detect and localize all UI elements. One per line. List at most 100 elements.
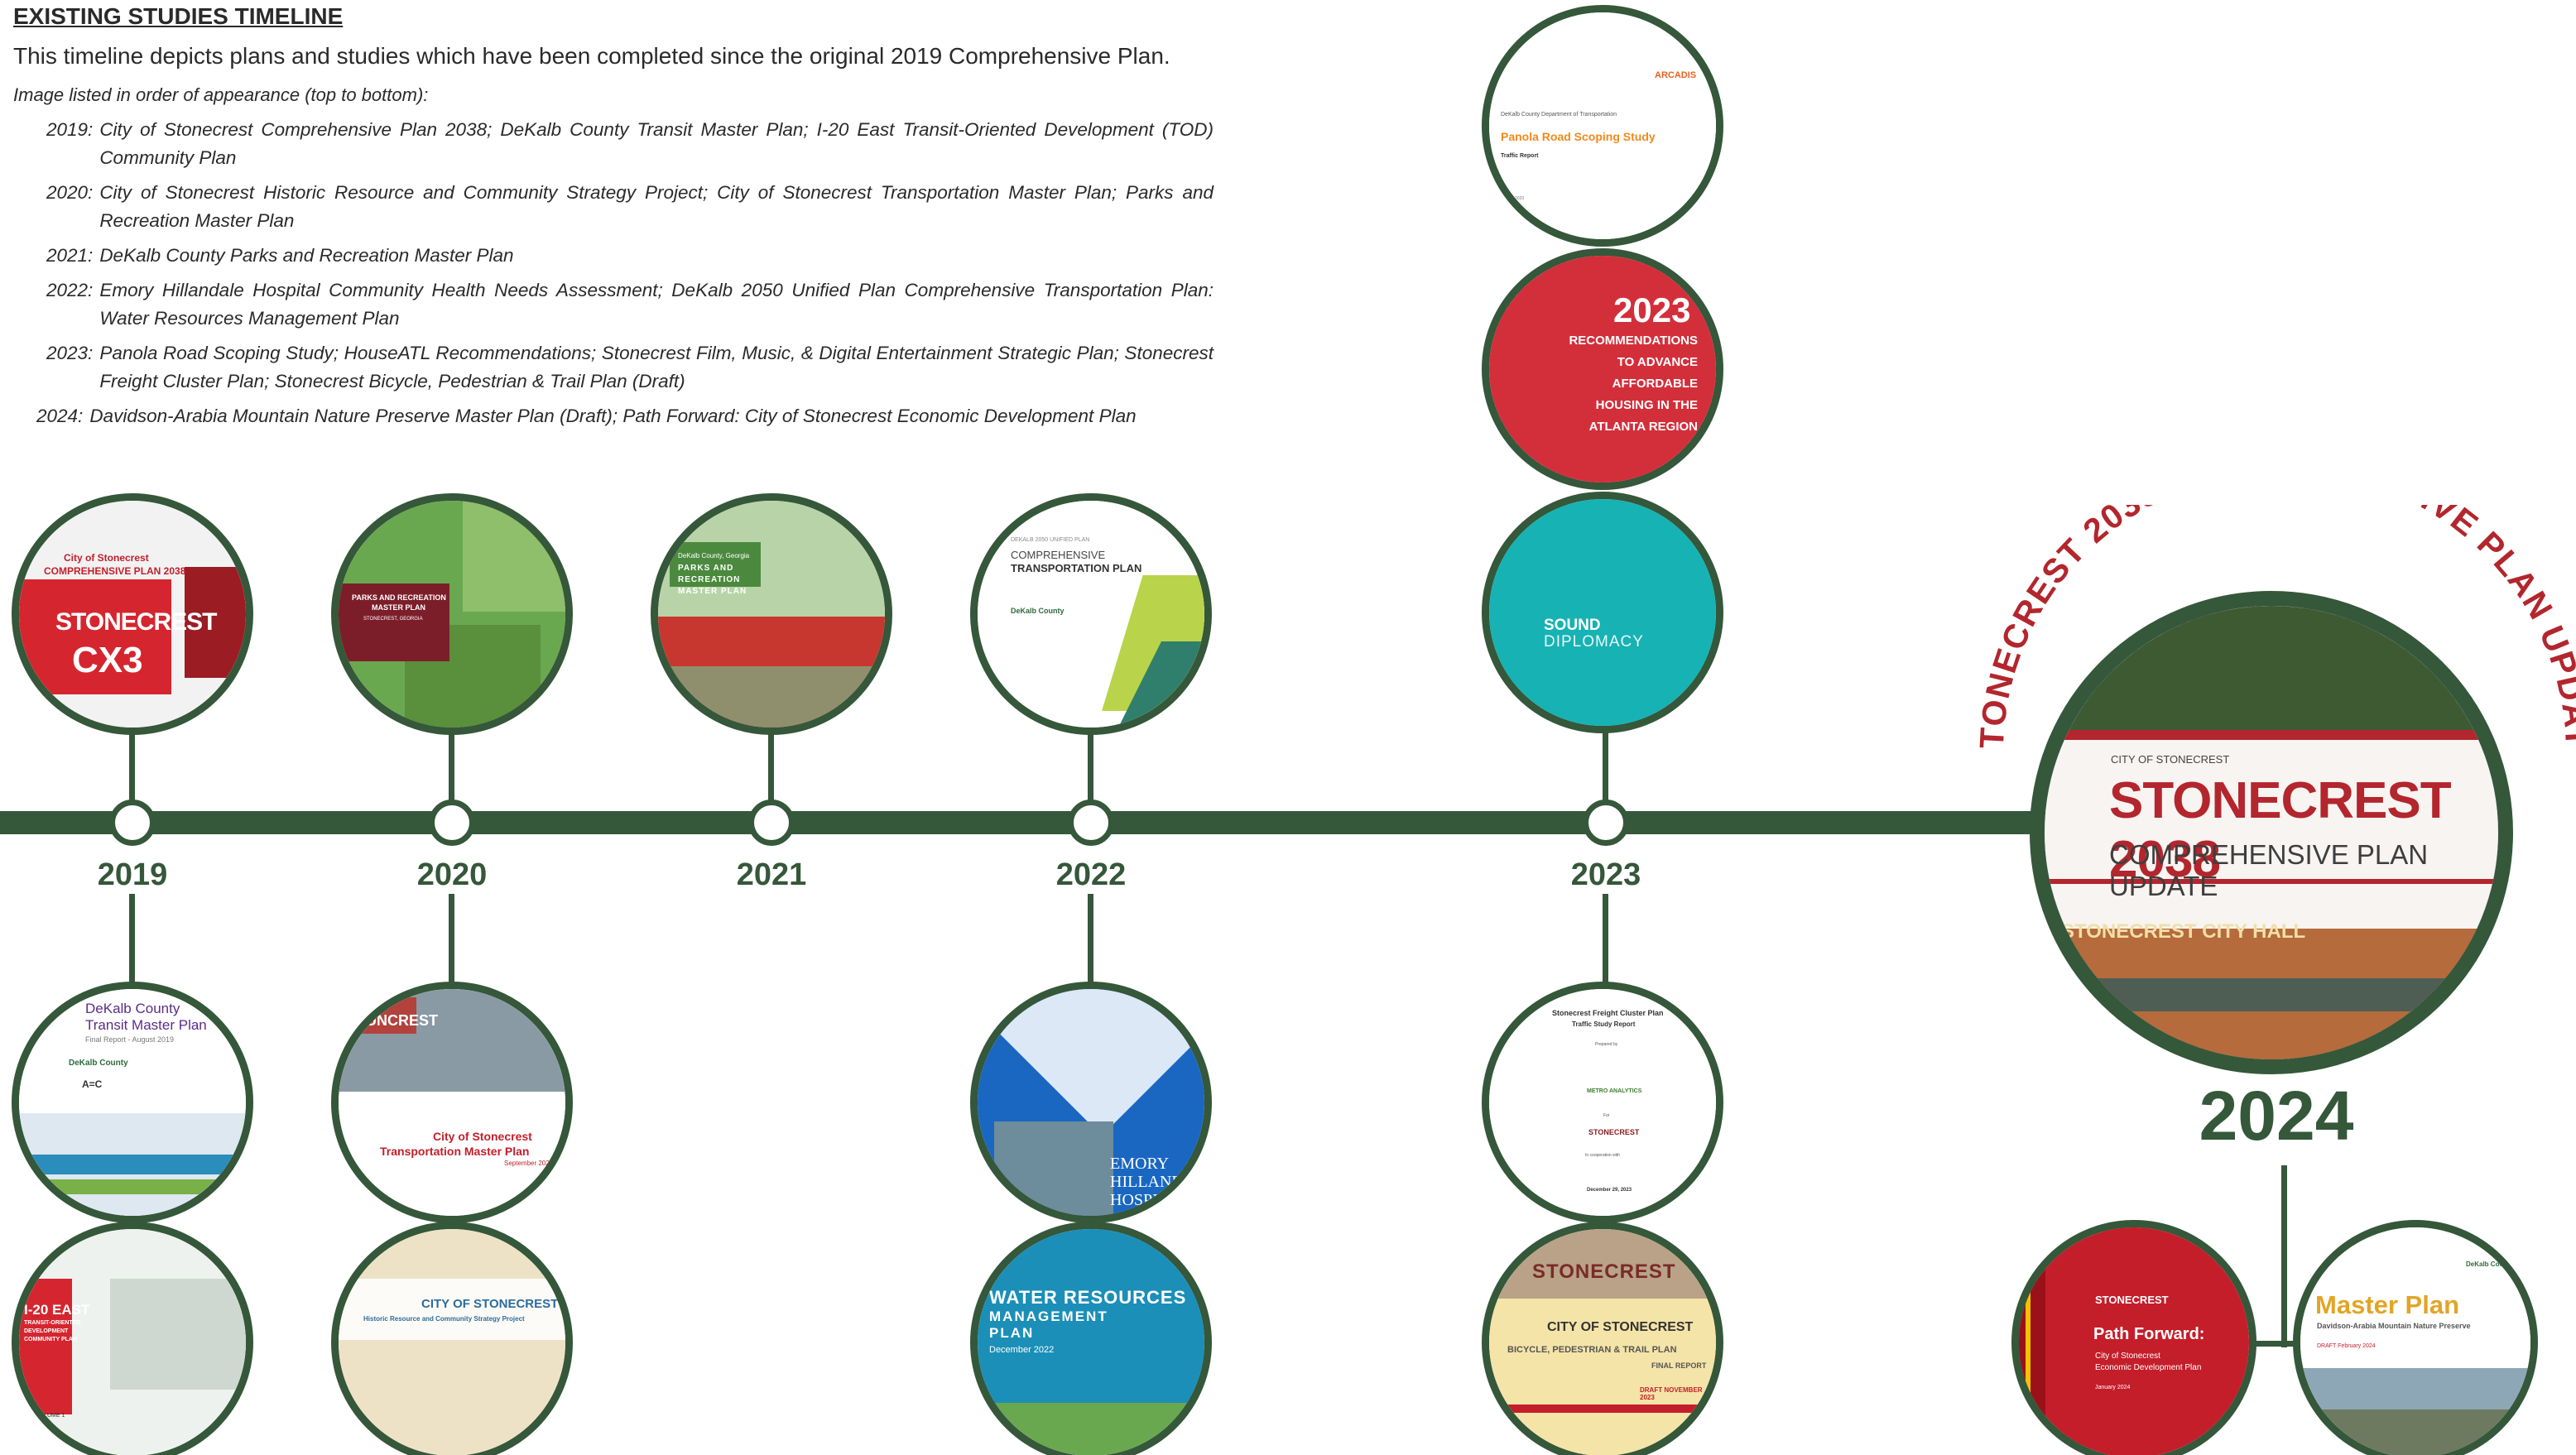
cover-line: Final Report - August 2019 — [85, 1035, 175, 1044]
cover-line: TO ADVANCE — [1617, 355, 1698, 369]
cover-line: TRANSPORTATION PLAN — [1011, 562, 1142, 574]
cover-line: MASTER PLAN — [678, 587, 747, 596]
cover-line: Panola Road Scoping Study — [1501, 130, 1656, 143]
page-title: EXISTING STUDIES TIMELINE — [13, 3, 344, 29]
cover-line: COMMUNITY PLAN — [24, 1337, 78, 1342]
cover-logo: STONECREST — [55, 608, 217, 636]
cover-logo: STONECREST — [2095, 1294, 2169, 1306]
cover-sign: FUNCREST — [357, 1012, 438, 1029]
timeline-node-2023 — [1583, 800, 1629, 846]
entry-year: 2022: — [46, 280, 94, 300]
list-item: 2024:Davidson-Arabia Mountain Nature Pre… — [36, 402, 1214, 430]
cover-line: TRANSIT-ORIENTED — [24, 1320, 81, 1326]
cover-sound-diplomacy-strategic-plan: SOUND DIPLOMACY — [1482, 492, 1723, 733]
cover-line: Historic Resource and Community Strategy… — [363, 1315, 525, 1323]
cover-line: DeKalb County Department of Transportati… — [1501, 112, 1617, 118]
entry-year: 2020: — [46, 182, 94, 203]
cover-line: MASTER PLAN — [372, 603, 425, 612]
cover-line: HOUSING IN THE — [1595, 398, 1698, 412]
entry-text: City of Stonecrest Historic Resource and… — [99, 182, 1214, 231]
cover-line: PLAN — [989, 1325, 1035, 1341]
cover-line: September 2020 — [504, 1160, 554, 1167]
cover-dekalb-2050-transportation-plan: DEKALB 2050 UNIFIED PLAN COMPREHENSIVE T… — [970, 493, 1212, 735]
cover-line: DRAFT NOVEMBER 2023 — [1640, 1386, 1703, 1401]
entry-year: 2021: — [46, 245, 94, 266]
cover-line: City of Stonecrest — [64, 552, 149, 564]
cover-line: EMORY — [1110, 1155, 1170, 1173]
year-label-2022: 2022 — [1055, 857, 1127, 892]
cover-line: HOSPITAL — [1110, 1191, 1189, 1209]
timeline-axis — [0, 811, 2053, 834]
cover-line: January 2024 — [2095, 1385, 2131, 1390]
stem — [768, 720, 774, 819]
cover-line: AFFORDABLE — [1612, 377, 1698, 391]
entry-text: Davidson-Arabia Mountain Nature Preserve… — [89, 406, 1137, 426]
cover-line: COMPREHENSIVE — [1011, 549, 1106, 561]
entry-year: 2024: — [36, 406, 84, 426]
year-label-2019: 2019 — [97, 857, 168, 892]
timeline-node-2022 — [1068, 800, 1114, 846]
entry-year: 2023: — [46, 343, 94, 363]
intro-text: This timeline depicts plans and studies … — [13, 43, 1170, 69]
list-item: 2022:Emory Hillandale Hospital Community… — [46, 276, 1214, 333]
cover-line: August 2023 — [1501, 196, 1525, 201]
cover-line: Path Forward: — [2093, 1325, 2205, 1343]
entry-text: DeKalb County Parks and Recreation Maste… — [99, 245, 514, 266]
cover-stonecrest-bicycle-pedestrian-trail-plan: STONECREST CITY OF STONECREST BICYCLE, P… — [1482, 1222, 1723, 1455]
stem — [2281, 1165, 2287, 1347]
stem — [129, 720, 135, 819]
cover-line: STONECREST, GEORGIA — [363, 617, 423, 622]
cover-line: December 29, 2023 — [1587, 1188, 1632, 1193]
order-note: Image listed in order of appearance (top… — [13, 84, 429, 105]
cover-line: Transit Master Plan — [85, 1017, 207, 1033]
cover-line: RECOMMENDATIONS — [1569, 334, 1698, 348]
stem — [449, 894, 454, 993]
cover-line: City of Stonecrest — [2095, 1352, 2160, 1361]
cover-line: DRAFT February 2024 — [2317, 1343, 2376, 1349]
year-label-2024: 2024 — [2199, 1077, 2354, 1155]
timeline-node-2019 — [109, 800, 156, 846]
cover-davidson-arabia-master-plan: DeKalb County Master Plan Davidson-Arabi… — [2293, 1220, 2538, 1455]
cover-stonecrest-2038-comp-plan-update: CITY OF STONECREST STONECREST 2038 COMPR… — [2030, 591, 2513, 1074]
cover-line: METRO ANALYTICS — [1587, 1088, 1642, 1094]
cover-line: DIPLOMACY — [1544, 633, 1644, 651]
stem — [1088, 894, 1093, 993]
cover-parks-rec-master-plan-2020: PARKS AND RECREATION MASTER PLAN STONECR… — [331, 493, 573, 735]
cover-line: MANAGEMENT — [989, 1309, 1108, 1324]
cover-line: PARKS AND — [678, 564, 734, 573]
cover-line: Prepared by — [1595, 1042, 1618, 1047]
entry-text: Panola Road Scoping Study; HouseATL Reco… — [99, 343, 1214, 391]
cover-dekalb-transit-master-plan: DeKalb County Transit Master Plan Final … — [12, 982, 253, 1223]
cover-mark: A=C — [82, 1078, 103, 1090]
cover-line: BICYCLE, PEDESTRIAN & TRAIL PLAN — [1507, 1345, 1677, 1355]
cover-logo: DeKalb County — [1011, 607, 1065, 615]
cover-line: CITY OF STONECREST — [421, 1297, 559, 1311]
year-label-2023: 2023 — [1570, 857, 1641, 892]
cover-panola-road-scoping-study: ARCADIS DeKalb County Department of Tran… — [1482, 5, 1723, 247]
cover-line: FINAL REPORT — [1651, 1361, 1707, 1370]
list-item: 2019:City of Stonecrest Comprehensive Pl… — [46, 116, 1214, 172]
studies-list: 2019:City of Stonecrest Comprehensive Pl… — [36, 116, 1214, 437]
cover-line: Traffic Study Report — [1572, 1020, 1636, 1028]
cover-line: City of Stonecrest — [433, 1130, 532, 1143]
cover-stonecrest-freight-cluster-plan: Stonecrest Freight Cluster Plan Traffic … — [1482, 982, 1723, 1223]
cover-line: COMPREHENSIVE PLAN 2038 — [44, 565, 186, 577]
cover-dekalb-parks-rec-master-plan: DeKalb County, Georgia PARKS AND RECREAT… — [651, 493, 892, 735]
year-label-2020: 2020 — [416, 857, 488, 892]
cover-line: STONECREST 2038 — [2109, 772, 2452, 888]
cover-line: December 2022 — [989, 1345, 1055, 1355]
cover-line: STONECREST — [1588, 1128, 1640, 1136]
cover-line: DeKalb County, Georgia — [678, 552, 750, 559]
cover-line: RECREATION — [678, 575, 741, 584]
stem — [449, 720, 454, 819]
cover-mark: CX3 — [72, 640, 143, 680]
stem — [1088, 720, 1093, 819]
cover-stonecrest-transportation-master-plan: FUNCREST City of Stonecrest Transportati… — [331, 982, 573, 1223]
cover-line: Stonecrest Freight Cluster Plan — [1552, 1009, 1664, 1017]
cover-line: CITY OF STONECREST — [2111, 753, 2230, 766]
stem-horizontal — [2235, 1341, 2334, 1347]
stem — [129, 894, 135, 993]
cover-sign: STONECREST — [1532, 1261, 1676, 1283]
list-item: 2021:DeKalb County Parks and Recreation … — [46, 242, 1214, 270]
cover-houseatl-recommendations: 2023 RECOMMENDATIONS TO ADVANCE AFFORDAB… — [1482, 248, 1723, 490]
